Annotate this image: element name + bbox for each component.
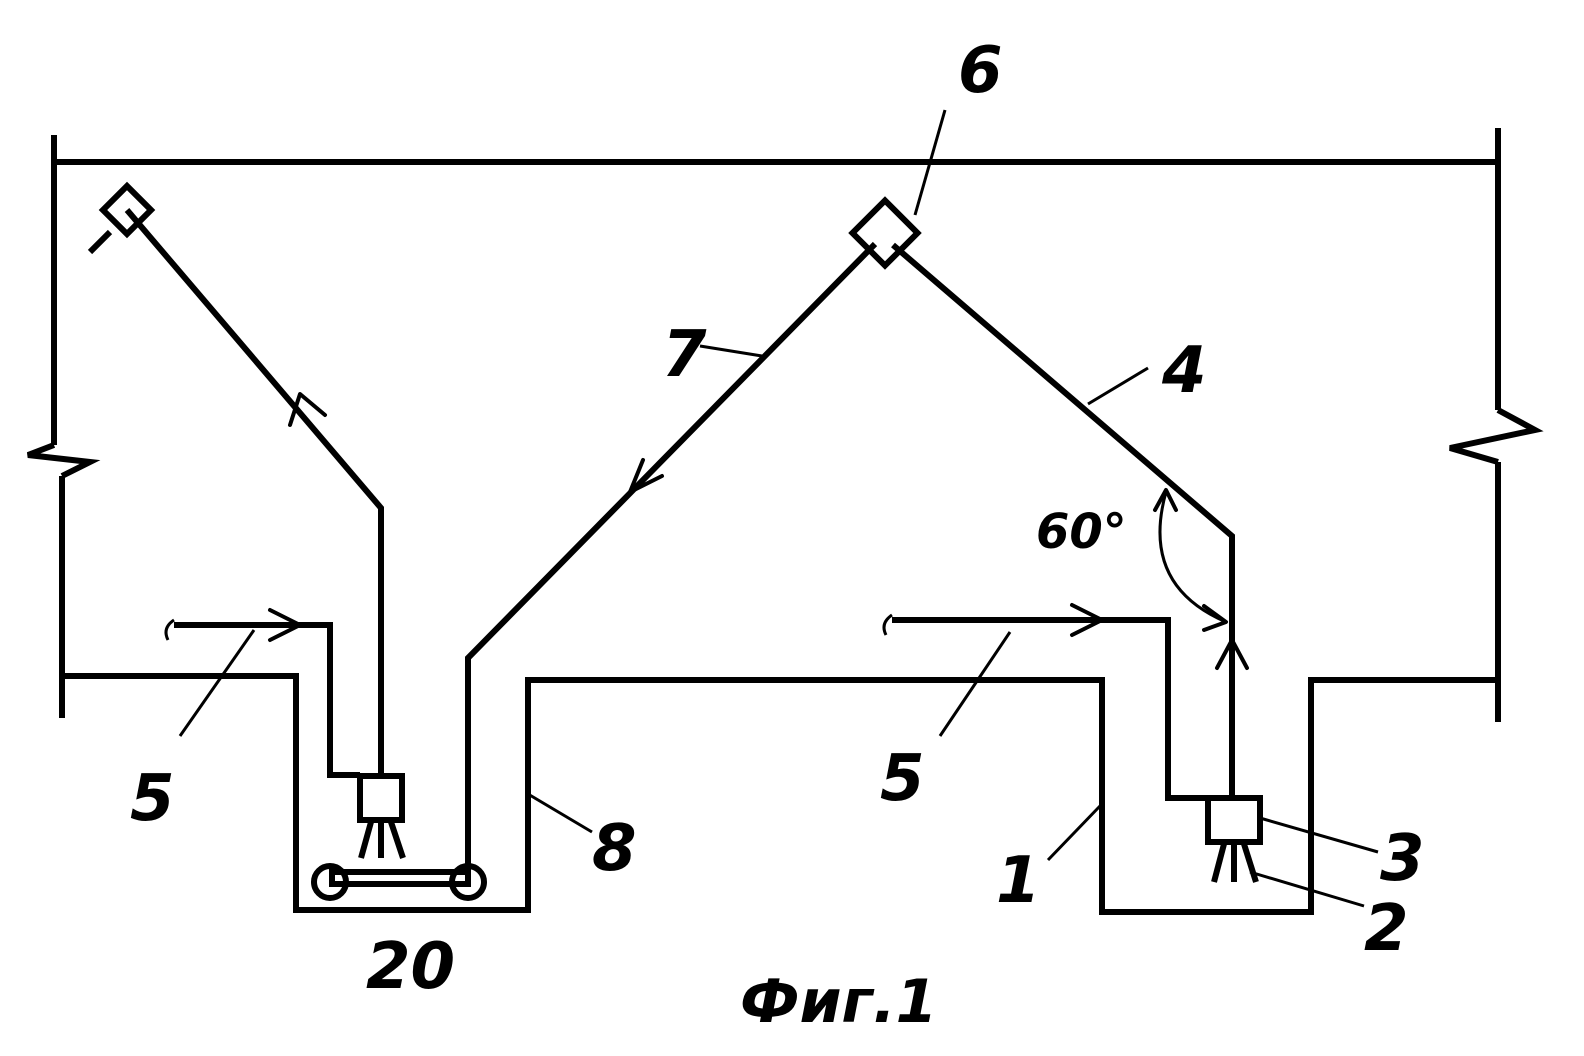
leader-1 [1048, 806, 1100, 860]
enclosure-frame [28, 128, 1535, 722]
beam-4 [893, 245, 1232, 660]
left-reflector-mount [90, 232, 110, 252]
left-tripod-leg-1 [361, 822, 371, 858]
label-7: 7 [662, 318, 707, 392]
left-sensor-box [360, 776, 402, 820]
carriage-20-frame [332, 872, 468, 884]
label-8: 8 [592, 812, 637, 886]
right-tripod-leg-1 [1214, 844, 1224, 882]
label-angle: 60° [1036, 504, 1127, 560]
right-supply-break [884, 615, 892, 635]
right-supply-line-5 [892, 620, 1208, 798]
left-apparatus [90, 186, 403, 858]
angle-arc-arrow-top [1155, 490, 1176, 510]
left-supply-break [166, 620, 174, 640]
label-5-right: 5 [880, 742, 925, 816]
leader-5-right [940, 632, 1010, 736]
label-4: 4 [1161, 334, 1207, 408]
left-beam-line [127, 210, 381, 776]
right-sensor-box-3 [1208, 798, 1260, 842]
left-supply-line-5 [174, 625, 360, 775]
leader-4 [1088, 368, 1148, 404]
leader-5-left [180, 630, 254, 736]
top-reflector-assembly [852, 200, 1232, 660]
leader-2 [1250, 872, 1364, 906]
label-2: 2 [1364, 892, 1409, 966]
right-tripod-leg-3 [1244, 844, 1256, 882]
floor-with-pits [62, 676, 1498, 912]
leader-7 [700, 346, 762, 356]
label-6: 6 [958, 34, 1003, 108]
label-3: 3 [1380, 822, 1425, 896]
figure-caption: Фиг.1 [740, 967, 937, 1037]
left-break-mark [28, 445, 90, 476]
left-tripod-leg-3 [391, 822, 403, 858]
angle-arc [1160, 492, 1226, 622]
leader-3 [1260, 818, 1378, 852]
label-1: 1 [996, 844, 1041, 918]
label-5-left: 5 [130, 762, 175, 836]
return-path-assembly [314, 244, 875, 898]
leader-8 [528, 794, 592, 832]
label-20: 20 [366, 930, 455, 1004]
right-break-mark [1450, 410, 1535, 462]
